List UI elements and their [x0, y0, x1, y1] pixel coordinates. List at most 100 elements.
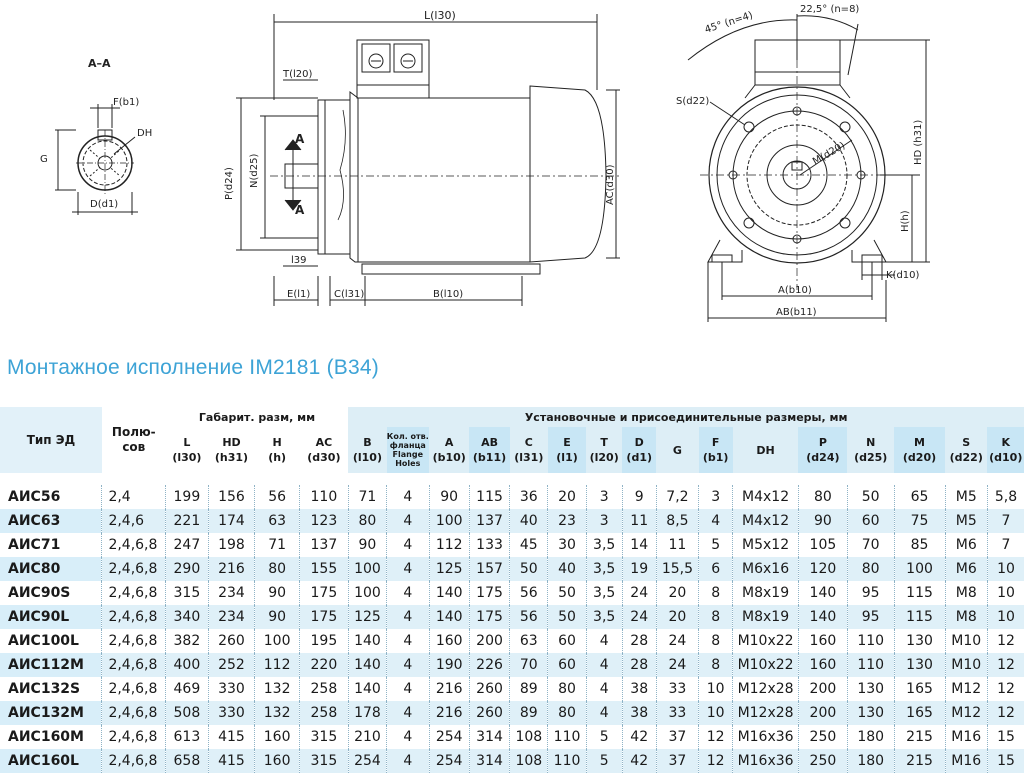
table-cell: M8	[945, 581, 988, 605]
column-header-sub: (l31)	[514, 451, 544, 464]
column-header: S(d22)	[945, 427, 988, 473]
table-cell: 4	[386, 557, 430, 581]
table-cell: 216	[208, 557, 256, 581]
section-label: A–A	[88, 57, 111, 70]
dim-ac-d30: AC(d30)	[605, 164, 616, 205]
table-cell: 400	[165, 653, 209, 677]
table-cell: 110	[299, 485, 349, 509]
table-cell: 90	[798, 509, 848, 533]
dim-h-h: H(h)	[900, 210, 911, 232]
table-cell: 90	[348, 533, 388, 557]
table-cell: 56	[254, 485, 300, 509]
table-cell: 157	[469, 557, 511, 581]
dim-n-d25: N(d25)	[249, 154, 260, 188]
table-cell: 30	[547, 533, 587, 557]
column-header: F(b1)	[698, 427, 733, 473]
table-cell: 415	[208, 725, 256, 749]
table-cell: 105	[798, 533, 848, 557]
table-cell: 4	[386, 581, 430, 605]
table-cell: 258	[299, 677, 349, 701]
dim-l-l30: L(l30)	[424, 9, 456, 22]
table-cell: 56	[509, 605, 549, 629]
table-cell: 14	[622, 533, 657, 557]
table-cell: 8	[698, 629, 734, 653]
table-cell: 112	[429, 533, 470, 557]
table-cell: 4	[386, 629, 430, 653]
table-cell: 100	[429, 509, 470, 533]
column-header-sub: (l1)	[556, 451, 578, 464]
table-cell: 10	[997, 585, 1015, 601]
table-cell: 140	[798, 605, 848, 629]
table-cell: 220	[299, 653, 349, 677]
table-cell: 258	[299, 701, 349, 725]
table-cell: 11	[656, 533, 700, 557]
table-cell: 252	[208, 653, 256, 677]
table-cell: 4	[386, 725, 430, 749]
table-cell: 175	[469, 605, 511, 629]
column-header: L(l30)	[165, 427, 209, 473]
table-cell: 200	[798, 677, 848, 701]
table-cell: 10	[698, 701, 734, 725]
dim-e-l1: E(l1)	[287, 289, 310, 300]
table-cell: 28	[622, 653, 657, 677]
table-cell: 37	[656, 749, 700, 773]
table-cell: 50	[509, 557, 549, 581]
table-cell: 4	[698, 509, 734, 533]
table-cell: 71	[254, 533, 300, 557]
table-cell: 10	[987, 557, 1024, 581]
column-header-name: S	[962, 436, 971, 449]
table-cell: 175	[469, 581, 511, 605]
table-cell: 175	[299, 581, 349, 605]
column-header-sub: (d30)	[307, 451, 341, 464]
table-cell: 155	[299, 557, 349, 581]
table-cell: 4	[386, 485, 430, 509]
table-cell: 260	[208, 629, 256, 653]
table-cell: 2,4,6,8	[101, 557, 167, 581]
table-cell: 24	[656, 629, 700, 653]
table-cell: 4	[386, 701, 430, 725]
header-poles-line2: сов	[122, 440, 146, 454]
column-header-sub: (h31)	[214, 451, 249, 464]
column-header: C(l31)	[509, 427, 548, 473]
table-cell: 3,5	[586, 557, 623, 581]
dim-d-d1: D(d1)	[90, 199, 118, 210]
table-cell: 2,4,6,8	[101, 533, 167, 557]
dim-s-d22: S(d22)	[676, 96, 709, 107]
table-cell: 63	[254, 509, 300, 533]
table-cell: 8	[698, 581, 734, 605]
table-cell: 160	[429, 629, 470, 653]
table-cell: 415	[208, 749, 256, 773]
table-cell: 160	[254, 749, 300, 773]
table-cell: 180	[847, 749, 895, 773]
table-cell: 216	[429, 677, 470, 701]
table-cell: 45	[509, 533, 549, 557]
column-header-name: Кол. отв. фланца	[386, 432, 429, 450]
table-cell: 15	[987, 749, 1024, 773]
motor-type-cell: АИС63	[0, 509, 103, 533]
dim-ab-b11: AB(b11)	[776, 307, 817, 318]
column-header-name: D	[634, 436, 644, 449]
dim-hd-h31: HD (h31)	[913, 120, 924, 165]
table-cell: 250	[798, 725, 848, 749]
motor-type-cell: АИС160L	[0, 749, 103, 773]
table-cell: 382	[165, 629, 209, 653]
table-cell: 28	[622, 629, 657, 653]
table-cell: 234	[208, 581, 256, 605]
table-cell: 90	[429, 485, 470, 509]
table-cell: 254	[348, 749, 388, 773]
table-cell: M12x28	[732, 677, 799, 701]
table-cell: 2,4,6,8	[101, 701, 167, 725]
table-cell: 290	[165, 557, 209, 581]
table-cell: 4	[586, 653, 623, 677]
table-cell: 160	[254, 725, 300, 749]
table-cell: 4	[386, 509, 430, 533]
table-cell: 40	[547, 557, 587, 581]
header-type: Тип ЭД	[0, 407, 102, 473]
table-cell: 4	[586, 629, 623, 653]
dim-dh: DH	[137, 128, 152, 139]
table-cell: 38	[622, 701, 657, 725]
